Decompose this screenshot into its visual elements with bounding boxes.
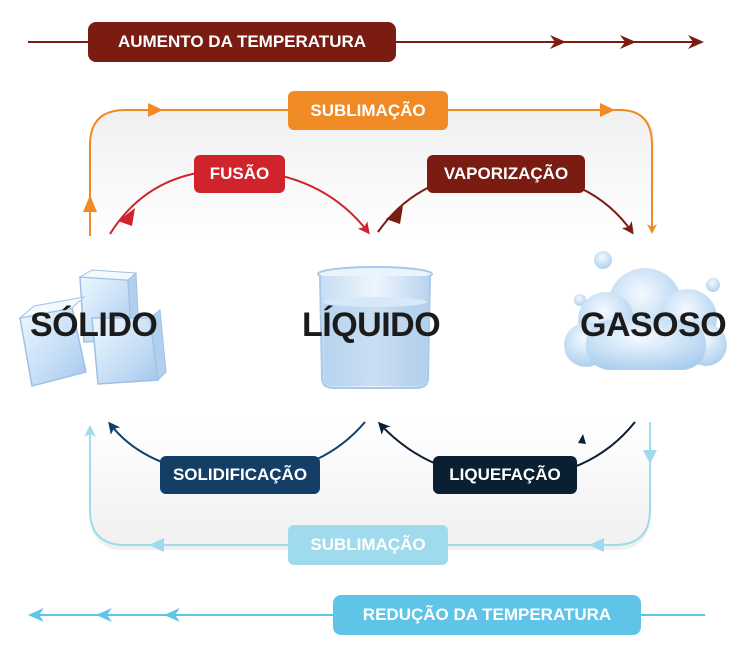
vaporization-arrowhead <box>386 206 403 224</box>
sublimation-bottom-arrowhead <box>149 538 164 552</box>
sublimation-bottom-label: SUBLIMAÇÃO <box>288 525 448 565</box>
bottom-loop-background <box>90 420 650 550</box>
vaporization-label: VAPORIZAÇÃO <box>427 155 585 193</box>
state-solid-label: SÓLIDO <box>30 306 158 344</box>
sublimation-top-arrowhead-up <box>83 195 97 212</box>
state-gas-label: GASOSO <box>580 306 727 344</box>
sublimation-top-arrowhead <box>148 103 163 117</box>
temperature-decrease-banner: REDUÇÃO DA TEMPERATURA <box>333 595 641 635</box>
fusion-arrowhead <box>118 208 135 226</box>
ice-cubes-icon <box>18 269 167 387</box>
sublimation-bottom-arrowhead <box>589 538 604 552</box>
liquefaction-small-arrowhead <box>578 434 586 444</box>
liquefaction-label: LIQUEFAÇÃO <box>433 456 577 494</box>
sublimation-bottom-arrowhead-down <box>643 450 657 464</box>
solidification-label: SOLIDIFICAÇÃO <box>160 456 320 494</box>
beaker-icon <box>317 266 433 389</box>
state-liquid-label: LÍQUIDO <box>302 306 441 344</box>
fusion-label: FUSÃO <box>194 155 285 193</box>
temperature-increase-banner: AUMENTO DA TEMPERATURA <box>88 22 396 62</box>
sublimation-top-label: SUBLIMAÇÃO <box>288 91 448 130</box>
cloud-icon <box>564 251 727 370</box>
sublimation-top-arrowhead <box>600 103 615 117</box>
top-loop-background <box>90 110 655 240</box>
